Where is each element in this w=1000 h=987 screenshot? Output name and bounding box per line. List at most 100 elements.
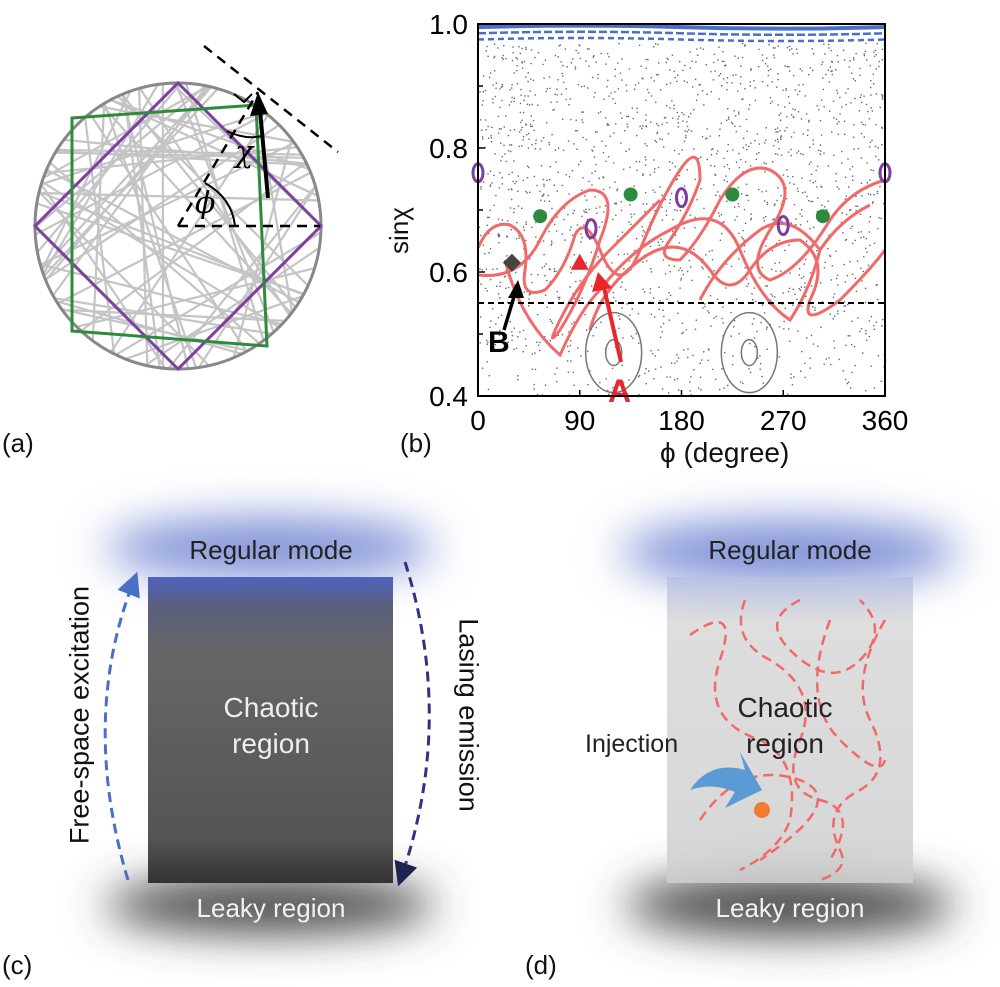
- sea-point: [556, 216, 558, 218]
- sea-point: [691, 60, 693, 62]
- sea-point: [499, 142, 502, 144]
- sea-point: [626, 392, 629, 395]
- sea-point: [717, 150, 719, 152]
- sea-point: [571, 234, 574, 236]
- sea-point: [859, 96, 862, 99]
- sea-point: [872, 73, 875, 76]
- sea-point: [673, 70, 675, 73]
- sea-point: [768, 44, 770, 46]
- x-axis-label: ϕ (degree): [660, 437, 790, 468]
- sea-point: [524, 95, 526, 97]
- sea-point: [669, 107, 671, 109]
- free-space-excitation-label: Free-space excitation: [64, 585, 95, 845]
- sea-point: [804, 191, 806, 193]
- sea-point: [713, 270, 715, 272]
- sea-point: [648, 92, 650, 94]
- sea-point: [511, 59, 514, 62]
- sea-point: [716, 152, 718, 155]
- sea-point: [836, 123, 838, 125]
- sea-point: [518, 131, 521, 133]
- sea-point: [725, 175, 727, 177]
- regular-mode-glow: [620, 520, 960, 584]
- sea-point: [841, 212, 843, 214]
- sea-point: [545, 279, 548, 282]
- sea-point: [554, 93, 556, 95]
- sea-point: [698, 84, 700, 86]
- sea-point: [881, 94, 883, 96]
- sea-point: [676, 111, 678, 114]
- sea-point: [550, 320, 552, 323]
- sea-point: [584, 313, 586, 316]
- sea-point: [498, 236, 500, 238]
- sea-point: [669, 202, 671, 204]
- sea-point: [705, 137, 707, 140]
- sea-point: [662, 146, 665, 148]
- sea-point: [796, 52, 799, 55]
- sea-point: [619, 72, 622, 74]
- sea-point: [575, 280, 577, 283]
- sea-point: [823, 363, 825, 365]
- sea-point: [693, 109, 695, 111]
- sea-point: [699, 362, 701, 364]
- sea-point: [671, 117, 674, 119]
- sea-point: [592, 56, 594, 58]
- sea-point: [744, 88, 746, 90]
- sea-point: [680, 277, 683, 280]
- ray: [39, 141, 295, 266]
- sea-point: [585, 138, 587, 141]
- sea-point: [541, 267, 544, 269]
- sea-point: [758, 48, 760, 51]
- sea-point: [879, 185, 881, 188]
- sea-point: [738, 166, 741, 169]
- sea-point: [685, 134, 687, 137]
- sea-point: [498, 334, 501, 336]
- sea-point: [573, 254, 575, 256]
- ray: [103, 102, 198, 369]
- sea-point: [569, 344, 572, 347]
- sea-point: [745, 144, 747, 146]
- sea-point: [533, 175, 536, 178]
- sea-point: [633, 185, 635, 187]
- sea-point: [574, 130, 577, 132]
- sea-point: [690, 394, 692, 396]
- sea-point: [589, 238, 591, 241]
- sea-point: [623, 268, 625, 270]
- sea-point: [747, 283, 750, 285]
- sea-point: [667, 133, 670, 135]
- sea-point: [551, 207, 553, 210]
- sea-point: [501, 339, 503, 341]
- sea-point: [691, 279, 693, 282]
- sea-point: [612, 296, 615, 299]
- sea-point: [701, 90, 704, 92]
- sea-point: [661, 388, 664, 390]
- panel-label-a: (a): [2, 428, 34, 458]
- sea-point: [777, 104, 779, 106]
- sea-point: [520, 88, 522, 91]
- sea-point: [796, 93, 799, 96]
- sea-point: [844, 378, 847, 381]
- sea-point: [758, 151, 760, 154]
- sea-point: [755, 153, 758, 155]
- sea-point: [664, 116, 667, 119]
- sea-point: [580, 85, 583, 88]
- sea-point: [521, 47, 523, 50]
- sea-point: [614, 91, 616, 93]
- sea-point: [821, 61, 824, 63]
- sea-point: [570, 61, 573, 64]
- sea-point: [697, 54, 699, 56]
- sea-point: [649, 292, 651, 294]
- kam-torus: [584, 311, 643, 394]
- sea-point: [769, 102, 772, 105]
- sea-point: [677, 300, 679, 303]
- sea-point: [581, 111, 583, 113]
- sea-point: [869, 64, 871, 67]
- sea-point: [827, 247, 829, 250]
- phi-angle-arc: [204, 182, 236, 227]
- sea-point: [669, 169, 671, 171]
- sea-point: [866, 182, 869, 184]
- sea-point: [660, 366, 662, 368]
- ray: [56, 300, 243, 355]
- sea-point: [513, 348, 515, 350]
- sea-point: [790, 148, 792, 151]
